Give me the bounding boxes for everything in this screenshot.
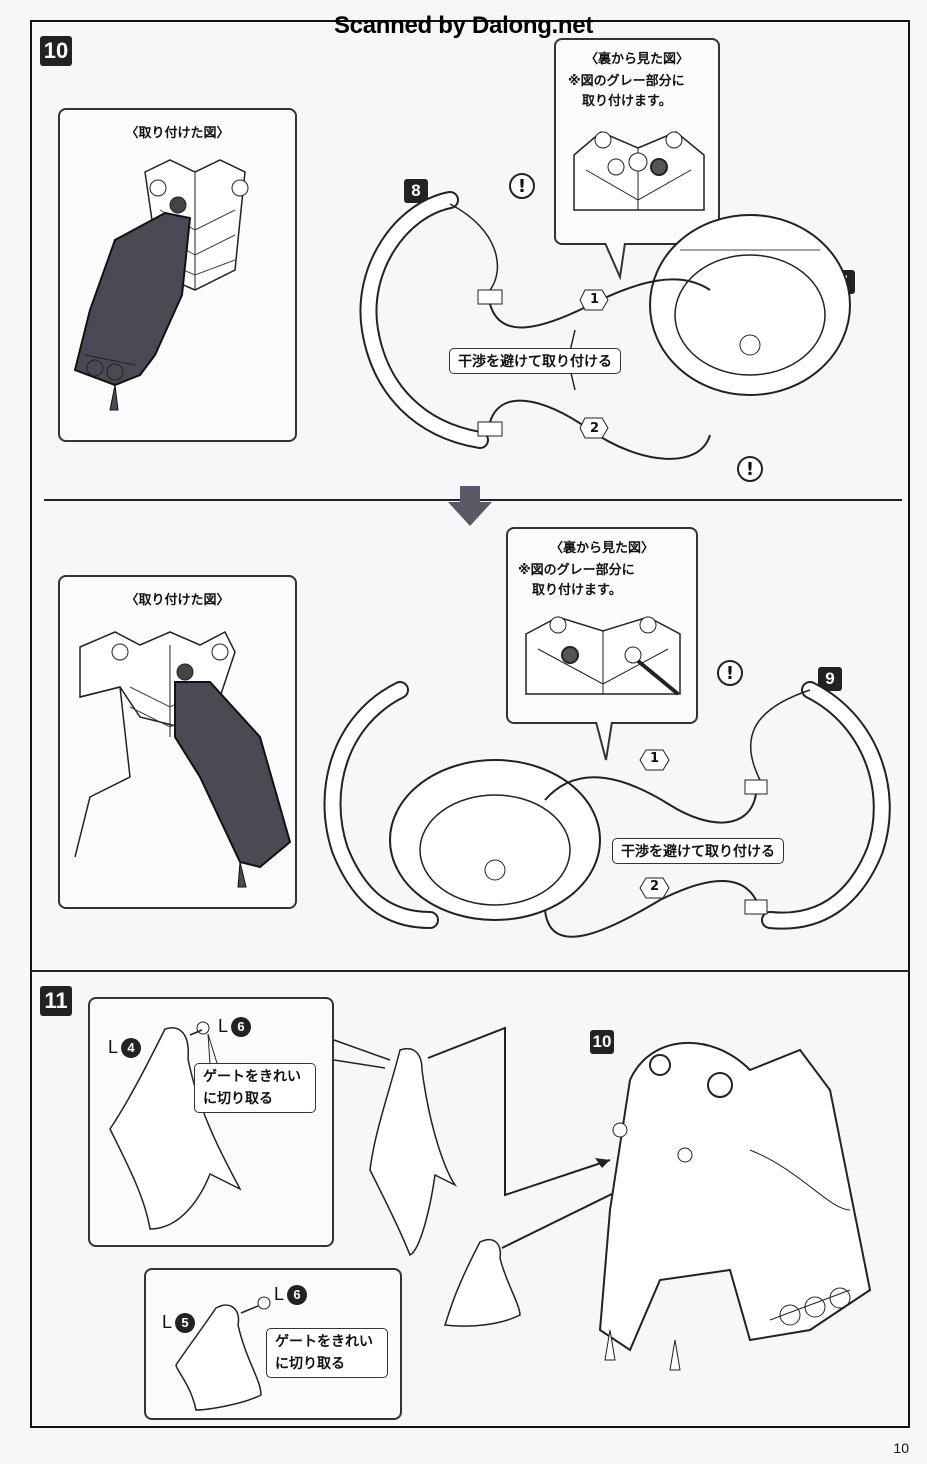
part-label-l5: L 5: [162, 1312, 196, 1333]
back-view-note-line1: ※図のグレー部分に: [518, 563, 635, 578]
page-frame: [30, 20, 910, 1428]
warning-icon: !: [737, 456, 763, 482]
attached-view-panel-lower: 〈取り付けた図〉: [58, 575, 297, 909]
watermark: Scanned by Dalong.net: [333, 12, 594, 39]
gate-label-l6: L 6: [274, 1284, 308, 1305]
instruction-label: 干渉を避けて取り付ける: [612, 838, 784, 864]
back-view-illustration: [573, 131, 705, 211]
part-letter: L: [218, 1016, 229, 1036]
back-view-note-line1: ※図のグレー部分に: [568, 74, 685, 89]
back-view-title: 〈裏から見た図〉: [584, 52, 689, 67]
step-badge-11: 11: [40, 986, 72, 1016]
part-number: 6: [287, 1284, 308, 1305]
part-letter: L: [162, 1312, 173, 1332]
part-letter: L: [274, 1284, 285, 1304]
part-number: 5: [175, 1312, 196, 1333]
callout-pointer-lower: [595, 721, 613, 761]
warning-icon: !: [509, 173, 535, 199]
detail-panel-l5: L 5 L 6 ゲートをきれい に切り取る: [144, 1268, 402, 1420]
down-arrow-icon: [448, 486, 492, 526]
cape-part-l4-illustration: [109, 1021, 242, 1230]
connector-label-1: 1: [590, 292, 600, 307]
part-letter: L: [108, 1037, 119, 1057]
part-badge-10: 10: [590, 1030, 614, 1054]
part-label-l4: L 4: [108, 1037, 142, 1058]
part-badge-8: 8: [404, 179, 428, 203]
connector-label-2: 2: [590, 421, 600, 436]
back-view-callout-lower: 〈裏から見た図〉 ※図のグレー部分に 取り付けます。: [506, 527, 698, 724]
instruction-label: 干渉を避けて取り付ける: [449, 348, 621, 374]
gate-cut-note: ゲートをきれい に切り取る: [194, 1063, 316, 1113]
gate-note-line1: ゲートをきれい: [203, 1069, 301, 1085]
gate-note-line2: に切り取る: [203, 1091, 273, 1107]
assembly-diagram-upper: [359, 191, 851, 460]
shoulder-armor-attached-illustration: [73, 159, 249, 411]
attached-view-panel-upper: 〈取り付けた図〉: [58, 108, 297, 442]
back-view-title: 〈裏から見た図〉: [549, 541, 654, 556]
back-view-illustration: [525, 616, 681, 696]
detail-panel-l4: L 4 L 6 ゲートをきれい に切り取る: [88, 997, 334, 1247]
back-view-note-line2: 取り付けます。: [532, 583, 622, 598]
callout-pointer-upper: [604, 242, 626, 281]
back-view-callout-upper: 〈裏から見た図〉 ※図のグレー部分に 取り付けます。: [554, 38, 720, 245]
attached-view-title: 〈取り付けた図〉: [125, 593, 230, 608]
part-number: 4: [121, 1037, 142, 1058]
gate-note-line1: ゲートをきれい: [275, 1334, 373, 1350]
shoulder-armor-attached-illustration: [74, 630, 292, 888]
page-number: 10: [893, 1440, 909, 1456]
part-number: 6: [231, 1016, 252, 1037]
cape-part-l5-illustration: [175, 1296, 271, 1411]
step-divider: [30, 970, 910, 972]
gate-label-l6: L 6: [218, 1016, 252, 1037]
assembly-diagram-lower: [323, 681, 891, 938]
attached-view-title: 〈取り付けた図〉: [125, 126, 230, 141]
gate-cut-note: ゲートをきれい に切り取る: [266, 1328, 388, 1378]
connector-label-2: 2: [650, 879, 660, 894]
assembly-diagram-step11: [333, 1026, 872, 1371]
step-badge-10: 10: [40, 36, 72, 66]
back-view-note-line2: 取り付けます。: [582, 94, 672, 109]
gate-note-line2: に切り取る: [275, 1356, 345, 1372]
connector-label-1: 1: [650, 751, 660, 766]
warning-icon: !: [717, 660, 743, 686]
